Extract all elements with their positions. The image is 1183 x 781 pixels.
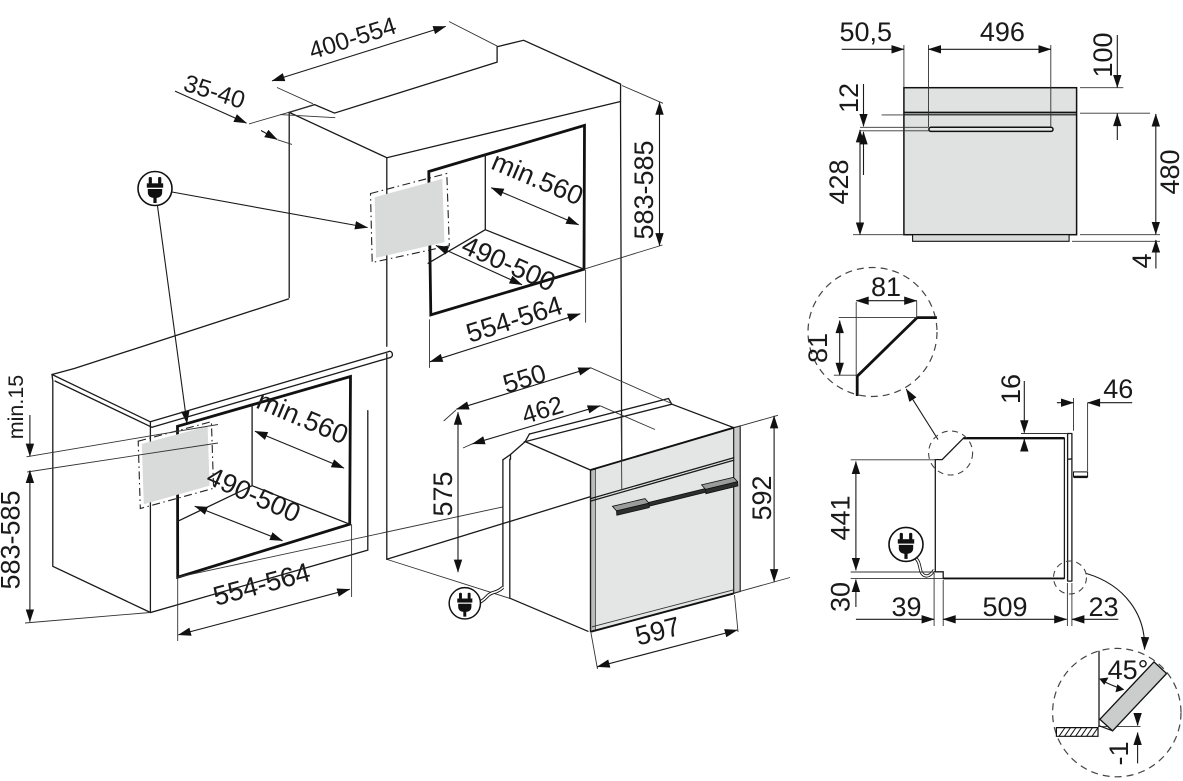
svg-text:575: 575: [428, 471, 458, 516]
svg-text:-1: -1: [1104, 741, 1134, 765]
svg-text:23: 23: [1088, 592, 1118, 622]
svg-text:496: 496: [980, 17, 1025, 47]
svg-text:46: 46: [1103, 374, 1133, 404]
svg-text:min.15: min.15: [4, 375, 28, 440]
svg-text:480: 480: [1155, 149, 1183, 194]
svg-text:12: 12: [834, 83, 864, 113]
svg-text:592: 592: [747, 475, 777, 520]
svg-text:45°: 45°: [1108, 655, 1149, 685]
svg-text:30: 30: [826, 582, 856, 612]
svg-text:39: 39: [891, 592, 921, 622]
svg-text:428: 428: [824, 159, 854, 204]
svg-text:16: 16: [996, 374, 1026, 404]
svg-text:100: 100: [1088, 32, 1118, 77]
svg-text:441: 441: [826, 495, 856, 540]
svg-text:509: 509: [982, 592, 1027, 622]
svg-text:50,5: 50,5: [840, 17, 893, 47]
svg-text:81: 81: [871, 272, 901, 302]
svg-text:583-585: 583-585: [629, 140, 659, 239]
svg-text:81: 81: [803, 333, 833, 363]
svg-text:4: 4: [1127, 253, 1157, 268]
svg-text:583-585: 583-585: [0, 490, 26, 589]
